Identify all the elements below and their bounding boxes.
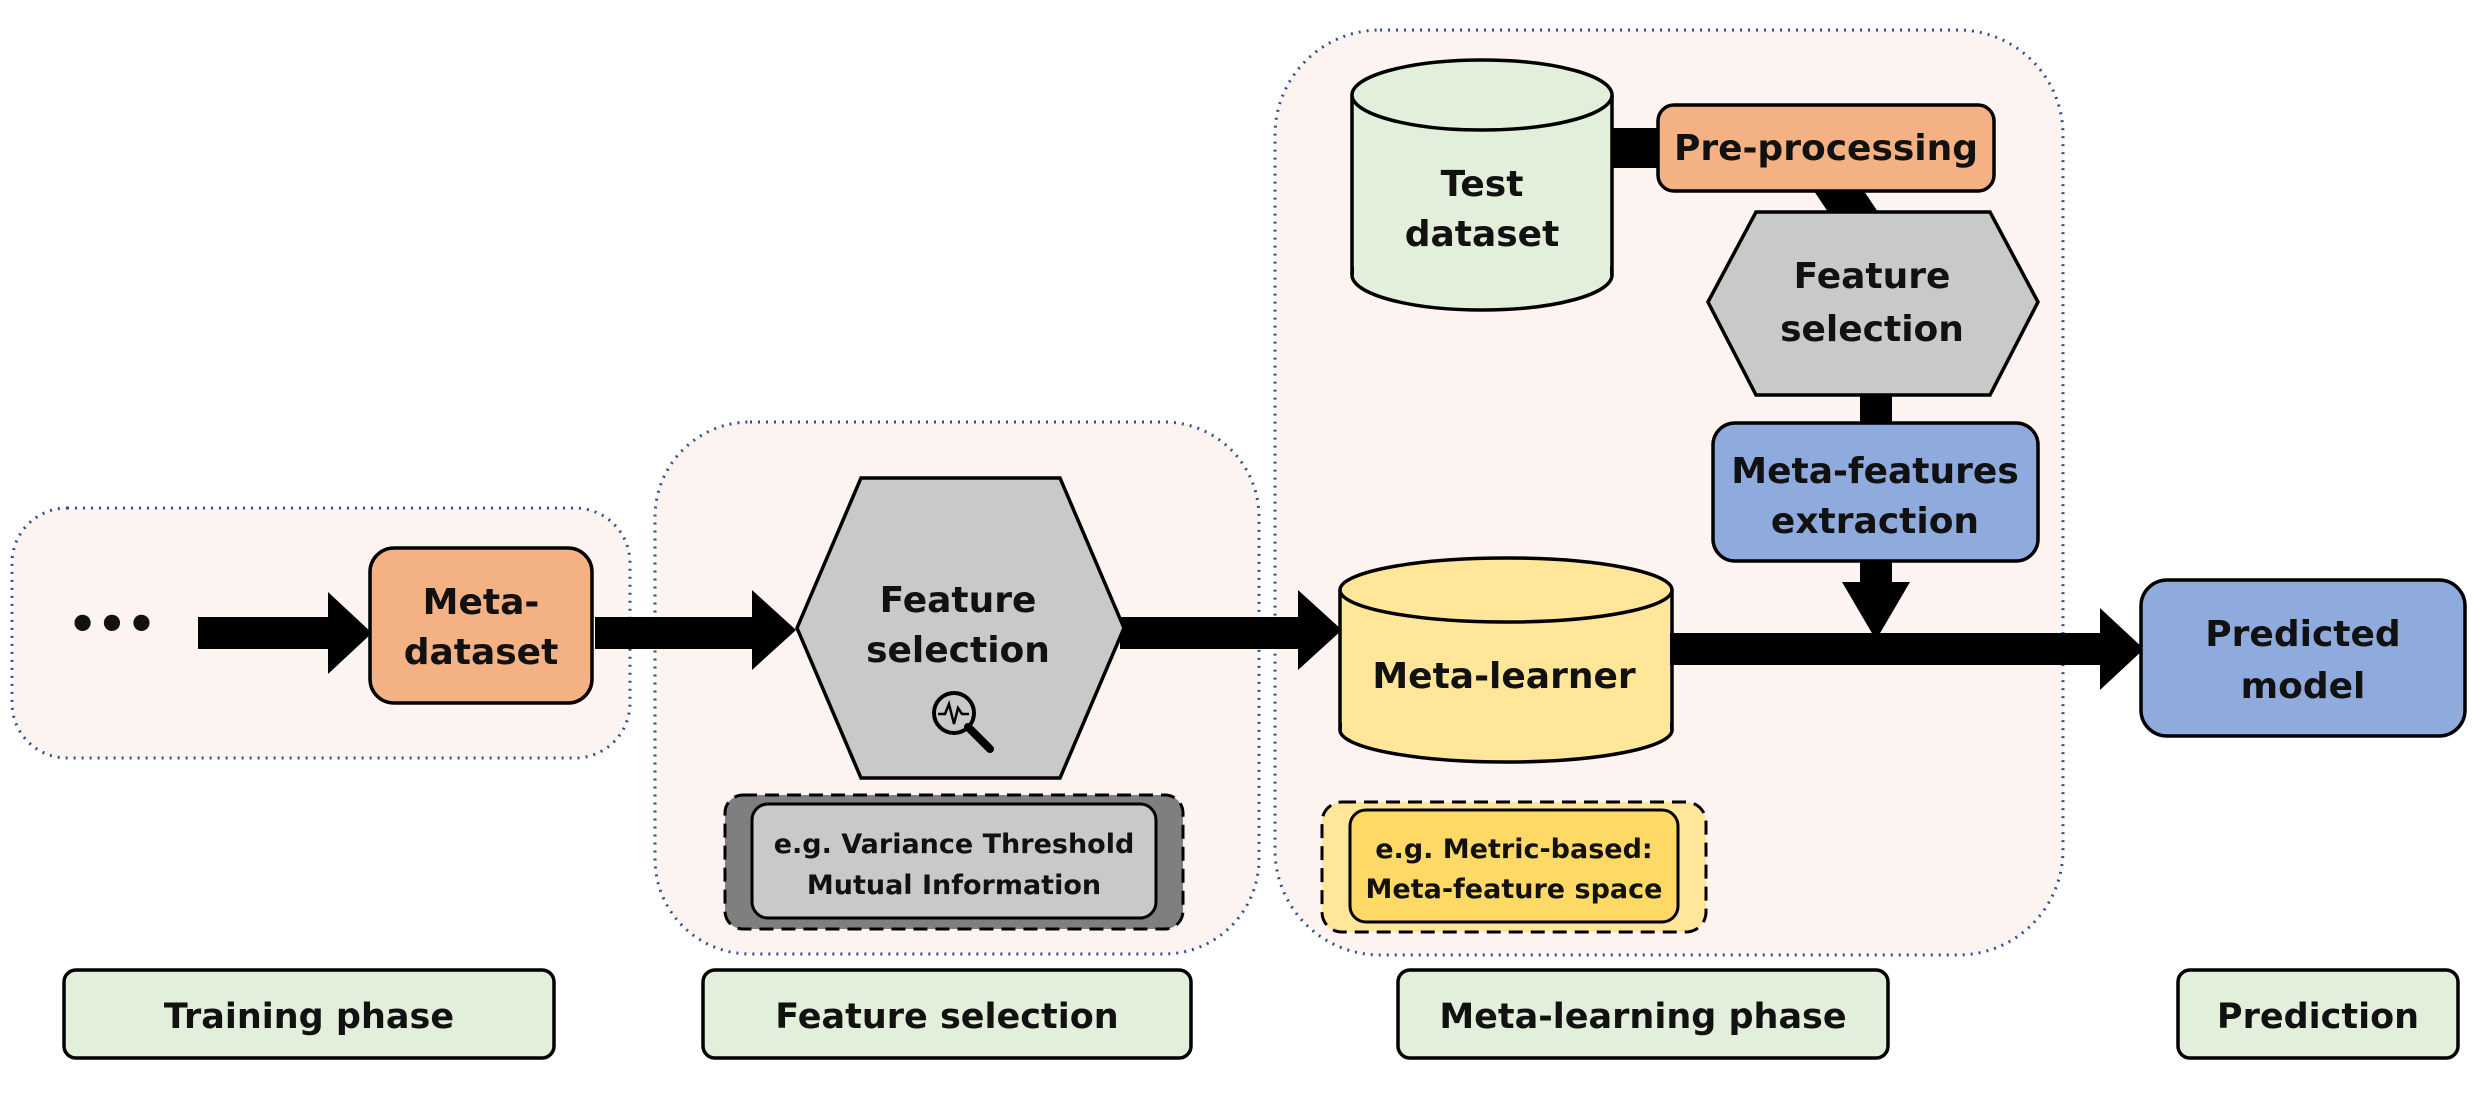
meta-dataset-box [368,546,594,705]
feature-selection-label-1: Feature [880,580,1037,621]
meta-dataset-label-2: dataset [404,632,559,673]
phase-label-box-feature-selection [701,968,1193,1060]
meta-learning-example-inner [1348,808,1680,924]
phase-label-training: Training phase [164,997,454,1037]
arrow-metadataset-to-feature-selection [595,590,796,670]
phase-label-meta-learning: Meta-learning phase [1439,997,1846,1037]
analysis-search-icon [932,691,994,753]
test-dataset-label-2: dataset [1405,214,1560,255]
meta-learner-cylinder [1338,556,1674,764]
feature-selection-example-line-1: e.g. Variance Threshold [774,829,1135,860]
test-dataset-label-1: Test [1441,164,1524,205]
meta-feature-selection-hexagon [1706,210,2040,397]
meta-learner-label: Meta-learner [1372,656,1636,697]
connector-test-to-preprocessing [1605,128,1665,168]
ellipsis: ••• [68,597,156,651]
arrow-extraction-down [1842,560,1910,640]
feature-selection-hexagon [795,476,1126,780]
meta-feature-selection-label-1: Feature [1794,256,1951,297]
feature-selection-label-2: selection [866,630,1050,671]
test-dataset-cylinder [1350,58,1614,312]
predicted-model-label-2: model [2241,666,2366,707]
phase-label-prediction: Prediction [2217,997,2419,1037]
meta-features-extraction-box [1711,421,2040,563]
phase-label-feature-selection: Feature selection [775,997,1118,1037]
phase-label-box-prediction [2176,968,2460,1060]
preprocessing-label: Pre-processing [1674,128,1978,169]
meta-dataset-label-1: Meta- [423,582,540,623]
preprocessing-box [1656,103,1996,193]
predicted-model-label-1: Predicted [2205,614,2400,655]
phase-label-box-training [62,968,556,1060]
phase-label-box-meta-learning [1396,968,1890,1060]
connector-feature-selection-to-extraction [1860,392,1892,426]
feature-selection-example-inner [750,802,1158,920]
predicted-model-box [2139,578,2467,738]
meta-features-extraction-label-2: extraction [1771,501,1979,542]
arrow-ellipsis-to-metadataset [198,592,372,674]
arrow-feature-selection-to-meta-learner [1120,590,1342,670]
meta-feature-selection-label-2: selection [1780,309,1964,350]
feature-selection-example-line-2: Mutual Information [807,870,1101,901]
connector-preprocessing-to-feature-selection [1812,188,1878,212]
meta-features-extraction-label-1: Meta-features [1731,451,2019,492]
meta-learning-example-line-1: e.g. Metric-based: [1375,834,1652,865]
meta-learning-example-line-2: Meta-feature space [1366,874,1663,905]
arrow-meta-learner-to-predicted-model [1668,608,2144,690]
